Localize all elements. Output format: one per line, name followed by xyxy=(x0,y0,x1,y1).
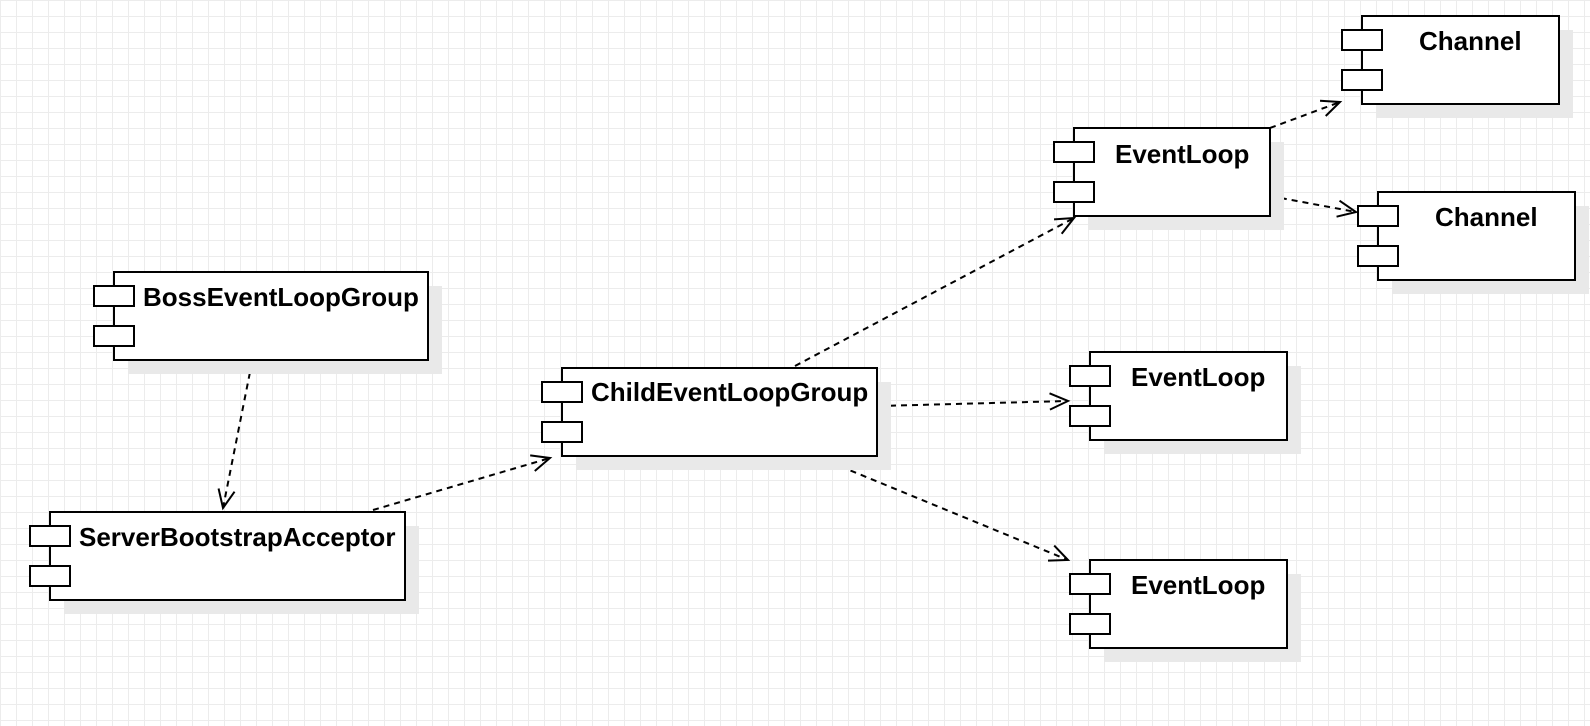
component-body[interactable] xyxy=(1377,191,1576,281)
component-label: EventLoop xyxy=(1131,570,1265,600)
component-label: ServerBootstrapAcceptor xyxy=(79,522,395,552)
component-label: Channel xyxy=(1419,26,1522,56)
component-body[interactable] xyxy=(1073,127,1271,217)
edge-loop1-to-channel1 xyxy=(1269,99,1343,129)
edge-child-to-loop2 xyxy=(878,392,1071,411)
component-channel1[interactable]: Channel xyxy=(1341,15,1573,118)
component-body[interactable] xyxy=(1089,559,1288,649)
edge-child-to-loop1 xyxy=(794,216,1077,367)
component-port-icon xyxy=(1069,573,1111,595)
component-label: BossEventLoopGroup xyxy=(143,282,419,312)
open-arrowhead-icon xyxy=(1053,216,1077,235)
dependency-line xyxy=(372,457,551,511)
component-port-icon xyxy=(1341,69,1383,91)
component-boss[interactable]: BossEventLoopGroup xyxy=(93,271,442,374)
component-acceptor[interactable]: ServerBootstrapAcceptor xyxy=(29,511,419,614)
open-arrowhead-icon xyxy=(217,488,236,511)
component-label: EventLoop xyxy=(1115,139,1249,169)
component-body[interactable] xyxy=(113,271,429,361)
component-port-icon xyxy=(1069,405,1111,427)
component-port-icon xyxy=(29,565,71,587)
component-loop3[interactable]: EventLoop xyxy=(1069,559,1301,662)
dependency-line xyxy=(222,361,253,509)
component-loop1[interactable]: EventLoop xyxy=(1053,127,1284,230)
open-arrowhead-icon xyxy=(530,454,553,472)
edge-child-to-loop3 xyxy=(819,457,1071,562)
open-arrowhead-icon xyxy=(1319,99,1343,117)
component-body[interactable] xyxy=(1361,15,1560,105)
component-port-icon xyxy=(93,285,135,307)
dependency-line xyxy=(1269,101,1341,129)
component-label: Channel xyxy=(1435,202,1538,232)
component-channel2[interactable]: Channel xyxy=(1357,191,1589,294)
dependency-line xyxy=(794,217,1075,367)
dependency-line xyxy=(1269,195,1357,213)
component-port-icon xyxy=(1357,245,1399,267)
component-port-icon xyxy=(1357,205,1399,227)
component-port-icon xyxy=(1069,365,1111,387)
component-port-icon xyxy=(541,381,583,403)
component-port-icon xyxy=(1069,613,1111,635)
component-body[interactable] xyxy=(1089,351,1288,441)
component-port-icon xyxy=(1341,29,1383,51)
component-port-icon xyxy=(1053,181,1095,203)
edge-boss-to-acceptor xyxy=(217,361,253,511)
open-arrowhead-icon xyxy=(1049,392,1071,411)
edges-layer xyxy=(217,99,1359,562)
open-arrowhead-icon xyxy=(1047,544,1071,562)
component-label: EventLoop xyxy=(1131,362,1265,392)
edge-loop1-to-channel2 xyxy=(1269,195,1359,218)
component-port-icon xyxy=(93,325,135,347)
open-arrowhead-icon xyxy=(1336,199,1359,218)
dependency-line xyxy=(819,457,1069,561)
component-port-icon xyxy=(541,421,583,443)
component-loop2[interactable]: EventLoop xyxy=(1069,351,1301,454)
nodes-layer: BossEventLoopGroupServerBootstrapAccepto… xyxy=(29,15,1589,662)
edge-acceptor-to-child xyxy=(372,454,553,511)
component-body[interactable] xyxy=(49,511,406,601)
component-body[interactable] xyxy=(561,367,878,457)
dependency-line xyxy=(878,400,1069,407)
component-child[interactable]: ChildEventLoopGroup xyxy=(541,367,891,470)
component-port-icon xyxy=(1053,141,1095,163)
component-label: ChildEventLoopGroup xyxy=(591,377,868,407)
component-port-icon xyxy=(29,525,71,547)
